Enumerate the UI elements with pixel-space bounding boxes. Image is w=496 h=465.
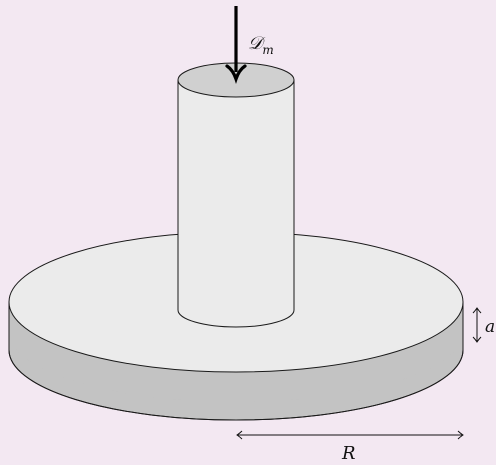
gap-label: a (485, 317, 495, 337)
flow-label-subscript: m (262, 43, 273, 57)
flow-arrow-head (225, 64, 247, 85)
flow-label: 𝒟m (248, 33, 274, 57)
bottom-plate-front-edge (8, 349, 464, 421)
radius-label: R (341, 443, 356, 464)
radius-dimension (236, 430, 464, 440)
flow-label-symbol: 𝒟 (248, 33, 266, 54)
flow-arrow (225, 6, 247, 85)
injection-tube (177, 62, 295, 328)
tube-body (177, 79, 295, 328)
gap-dimension (472, 307, 482, 343)
